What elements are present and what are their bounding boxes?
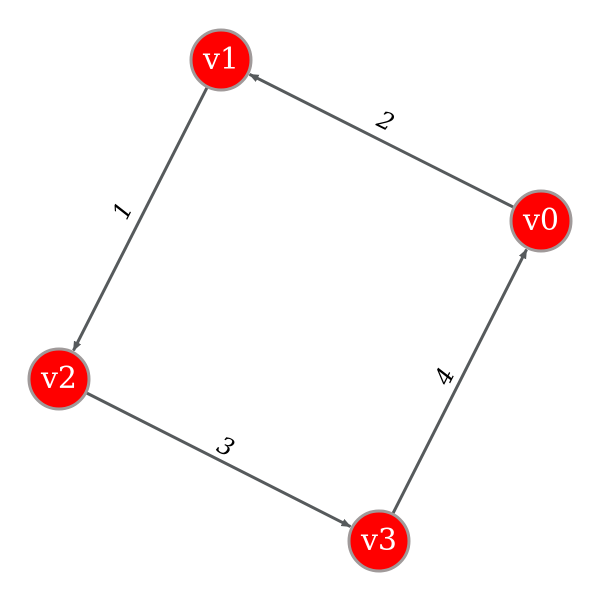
- node-circle[interactable]: [347, 509, 411, 573]
- edge-v0-v1: [248, 73, 514, 209]
- node-label: v1: [202, 42, 239, 77]
- node-v2[interactable]: v2: [27, 347, 91, 411]
- edge-v3-v0: [391, 248, 528, 515]
- edge-v1-v2: [72, 86, 209, 352]
- node-label: v0: [522, 203, 559, 238]
- node-v0[interactable]: v0: [509, 189, 573, 253]
- node-v1[interactable]: v1: [189, 28, 253, 92]
- node-label: v2: [40, 361, 77, 396]
- edge-label-v1-v2: 1: [107, 198, 139, 224]
- node-circle[interactable]: [189, 28, 253, 92]
- node-circle[interactable]: [509, 189, 573, 253]
- edge-label-v0-v1: 2: [372, 105, 399, 137]
- node-label: v3: [360, 523, 397, 558]
- nodes-layer: v0 v1 v2 v3: [27, 28, 573, 573]
- node-v3[interactable]: v3: [347, 509, 411, 573]
- edge-v2-v3: [85, 391, 352, 528]
- node-circle[interactable]: [27, 347, 91, 411]
